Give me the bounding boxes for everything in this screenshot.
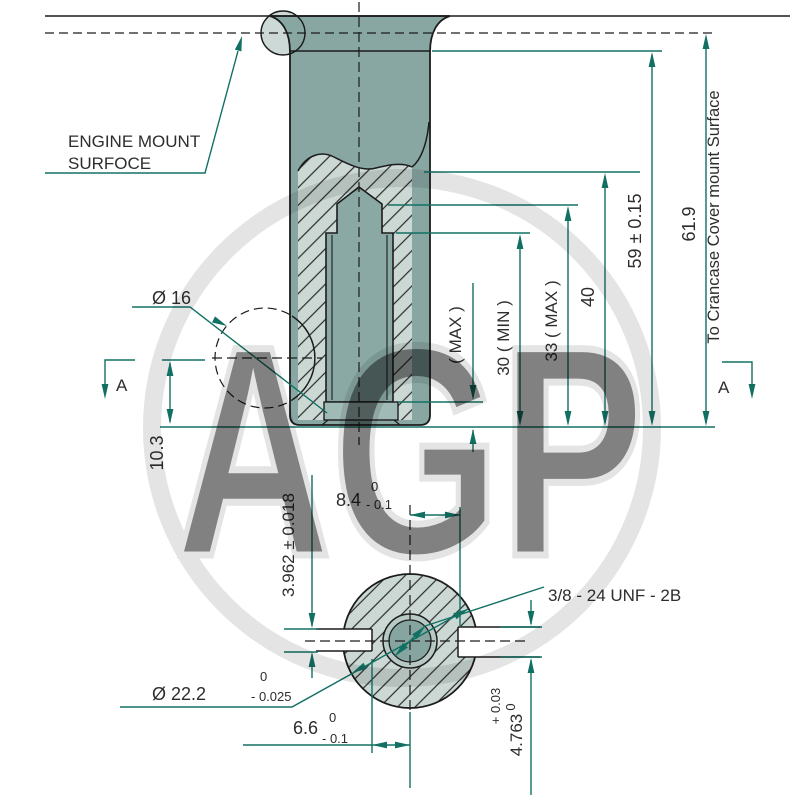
counterbore (323, 401, 399, 421)
dim-dia22-value: Ø 22.2 (152, 684, 206, 704)
dim-10-3-label: 10.3 (147, 435, 167, 470)
thread-callout-label: 3/8 - 24 UNF - 2B (548, 586, 681, 605)
dim-max-label: ( MAX ) (446, 306, 465, 364)
dim-8-4-tol-upper: 0 (371, 479, 378, 494)
dim-3962-label: 3.962 ± 0.018 (279, 493, 298, 597)
dim-dia16-label: Ø 16 (152, 288, 191, 308)
to-crankcase-label: To Crancase Cover mount Surface (705, 90, 723, 343)
section-a-view (305, 505, 540, 710)
dim-dia22-tol-lower: - 0.025 (251, 689, 291, 704)
dim-30-min-label: 30 ( MIN ) (494, 300, 513, 376)
dim-6-6-tol-upper: 0 (329, 710, 336, 725)
break-line-right (411, 121, 430, 168)
break-line (297, 153, 413, 172)
dim-8-4-tol-lower: - 0.1 (366, 497, 392, 512)
dim-dia22-tol-upper: 0 (260, 669, 267, 684)
section-a-right-bracket (722, 361, 753, 385)
section-a-left-bracket (104, 359, 135, 385)
dim-6-6-tol-lower: - 0.1 (322, 731, 348, 746)
dim-4763-tol-lower: 0 (503, 703, 518, 710)
dim-4763-tol-upper: + 0.03 (488, 688, 503, 725)
engine-mount-label-line1: ENGINE MOUNT (68, 132, 200, 151)
dim-6-6-value: 6.6 (293, 718, 318, 738)
section-a-label-right: A (718, 378, 730, 397)
dim-8-4-value: 8.4 (336, 490, 361, 510)
dim-33-max-label: 33 ( MAX ) (542, 280, 561, 361)
dim-61-9-label: 61.9 (679, 206, 699, 241)
detail-circle (260, 10, 306, 56)
section-a-label-left: A (116, 376, 128, 395)
dim-40-label: 40 (578, 287, 598, 307)
left-slot (316, 629, 372, 651)
dim-59-label: 59 ± 0.15 (625, 194, 645, 269)
engine-mount-label-line2: SURFOCE (68, 154, 151, 173)
dim-4763-value: 4.763 (507, 714, 526, 757)
right-slot (458, 627, 524, 657)
